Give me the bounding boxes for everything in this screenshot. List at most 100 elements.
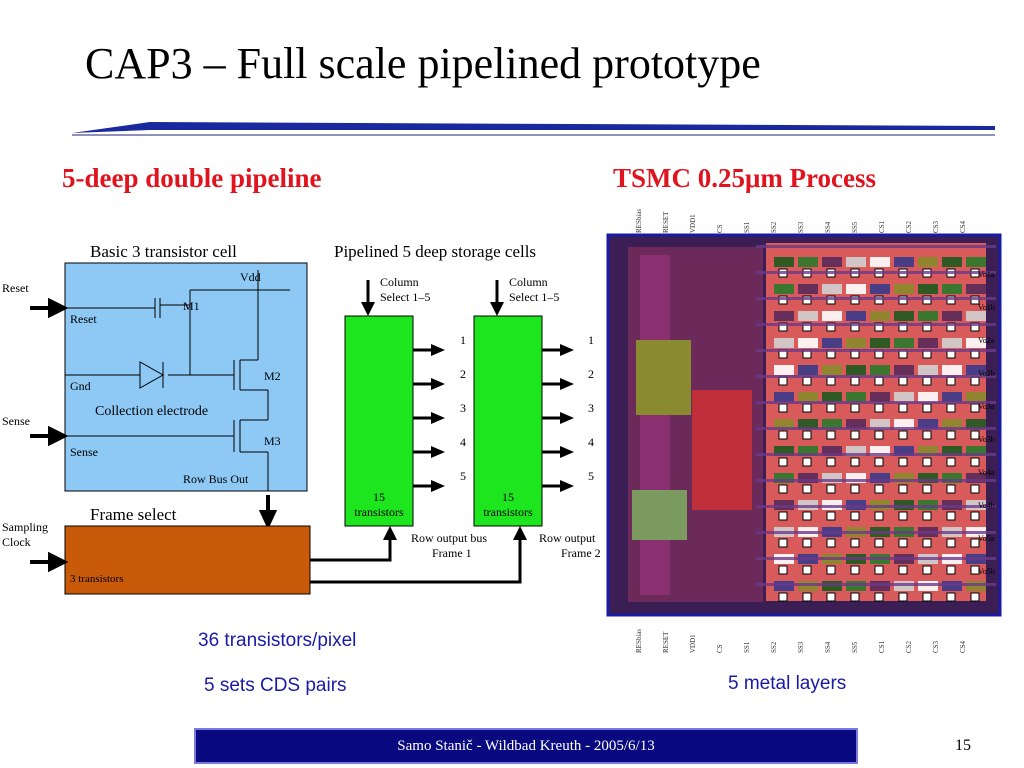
output-arrow-frame2-5: 5	[542, 469, 594, 492]
layout-cell	[942, 311, 962, 321]
layout-contact	[826, 538, 836, 548]
layout-metal-line	[756, 479, 996, 482]
layout-metal-line	[756, 531, 996, 534]
layout-contact	[922, 403, 932, 413]
layout-cell	[942, 338, 962, 348]
layout-metal-line	[756, 297, 996, 300]
layout-metal-line	[756, 557, 996, 560]
layout-cell	[846, 311, 866, 321]
layout-contact	[778, 511, 788, 521]
m3-label: M3	[264, 434, 281, 448]
layout-cell	[918, 257, 938, 267]
layout-contact	[826, 484, 836, 494]
layout-bottom-label: CS	[716, 644, 724, 653]
column-label-1: Column	[380, 275, 419, 289]
layout-contact	[826, 511, 836, 521]
layout-contact	[850, 565, 860, 575]
layout-contact	[802, 457, 812, 467]
row-output-2a: Row output	[539, 531, 596, 545]
pipeline-diagram: Basic 3 transistor cell Pipelined 5 deep…	[2, 242, 601, 595]
layout-cell	[918, 446, 938, 456]
layout-cell	[870, 338, 890, 348]
layout-metal-line	[756, 271, 996, 274]
layout-contact	[970, 592, 980, 602]
layout-top-label: CS3	[932, 220, 940, 233]
output-arrow-frame2-4: 4	[542, 435, 594, 458]
layout-cell	[822, 257, 842, 267]
layout-cell	[846, 284, 866, 294]
layout-contact	[850, 376, 860, 386]
output-label: 4	[460, 435, 466, 449]
layout-contact	[826, 565, 836, 575]
three-transistors-label: 3 transistors	[70, 573, 123, 585]
layout-contact	[826, 457, 836, 467]
layout-top-label: SS4	[824, 221, 832, 233]
layout-contact	[922, 565, 932, 575]
layout-contact	[802, 511, 812, 521]
frame-select-block	[64, 525, 311, 595]
column-select-arrow-2	[490, 302, 504, 316]
layout-contact	[898, 484, 908, 494]
footer-bar: Samo Stanič - Wildbad Kreuth - 2005/6/13	[194, 728, 858, 764]
layout-contact	[898, 538, 908, 548]
layout-top-label: VDD1	[689, 214, 697, 233]
cell-title: Basic 3 transistor cell	[90, 242, 237, 261]
layout-cell	[798, 311, 818, 321]
layout-cell	[798, 446, 818, 456]
layout-top-label: SS1	[743, 221, 751, 233]
storage-block-frame-2	[473, 315, 543, 527]
layout-cell	[798, 257, 818, 267]
sense-arrow	[30, 425, 69, 447]
layout-cell	[894, 419, 914, 429]
layout-contact	[778, 403, 788, 413]
layout-cell	[870, 446, 890, 456]
layout-cell	[966, 473, 986, 483]
layout-cell	[942, 257, 962, 267]
slide-title: CAP3 – Full scale pipelined prototype	[85, 39, 761, 88]
layout-contact	[970, 376, 980, 386]
layout-cell	[798, 419, 818, 429]
layout-contact	[922, 376, 932, 386]
layout-contact	[826, 430, 836, 440]
layout-bottom-label: SS2	[770, 641, 778, 653]
layout-cell	[918, 311, 938, 321]
left-subtitle: 5-deep double pipeline	[62, 163, 322, 193]
layout-contact	[898, 592, 908, 602]
layout-cell	[894, 392, 914, 402]
frame-select-label: Frame select	[90, 505, 177, 524]
block1-count: 15	[373, 490, 385, 504]
layout-top-label: SS5	[851, 221, 859, 233]
block1-transistors: transistors	[354, 505, 404, 519]
layout-cell	[942, 419, 962, 429]
layout-cell	[774, 338, 794, 348]
note-cds-pairs: 5 sets CDS pairs	[204, 675, 347, 696]
output-label: 1	[460, 333, 466, 347]
layout-contact	[802, 484, 812, 494]
right-subtitle: TSMC 0.25μm Process	[613, 163, 877, 193]
layout-cell	[966, 419, 986, 429]
layout-top-label: RESbias	[635, 209, 643, 233]
collection-electrode-label: Collection electrode	[95, 404, 208, 419]
layout-bottom-label: VDD1	[689, 634, 697, 653]
layout-cell	[846, 257, 866, 267]
layout-cell	[774, 473, 794, 483]
layout-cell	[918, 392, 938, 402]
layout-cell	[774, 365, 794, 375]
layout-cell	[966, 365, 986, 375]
layout-cell	[798, 473, 818, 483]
sampling-label: Sampling	[2, 520, 48, 534]
layout-contact	[802, 538, 812, 548]
layout-metal-line	[756, 427, 996, 430]
output-arrow-frame1-4: 4	[413, 435, 466, 458]
select-label-1: Select 1–5	[380, 290, 430, 304]
layout-contact	[874, 565, 884, 575]
layout-cell	[894, 473, 914, 483]
m1-label: M1	[183, 299, 200, 313]
layout-cell	[822, 338, 842, 348]
gnd-label: Gnd	[70, 379, 91, 393]
layout-bottom-label: CS1	[878, 640, 886, 653]
layout-contact	[778, 376, 788, 386]
layout-contact	[874, 538, 884, 548]
layout-contact	[946, 484, 956, 494]
